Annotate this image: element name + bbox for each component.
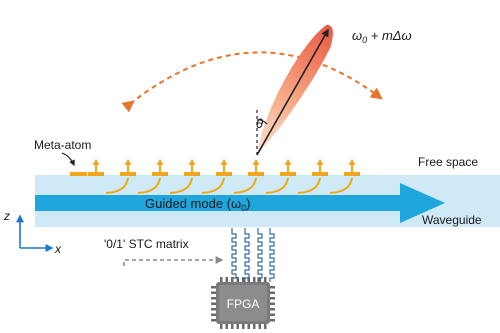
fpga-chip-icon: FPGA — [211, 277, 275, 329]
meta-atom-label: Meta-atom — [34, 138, 91, 152]
theta-arc — [256, 119, 268, 125]
axis-x-label: x — [54, 242, 62, 256]
guided-mode-label: Guided mode (ω0) — [145, 196, 251, 213]
beam-direction-arrow — [256, 28, 329, 156]
meta-atom — [201, 159, 232, 194]
meta-atom — [169, 159, 200, 194]
meta-atom — [88, 159, 104, 176]
stc-matrix-label: '0/1' STC matrix — [104, 237, 189, 251]
meta-atom — [297, 159, 328, 194]
beam-frequency-label: ω0 + mΔω — [352, 28, 412, 45]
control-wire — [257, 228, 263, 282]
meta-atom — [137, 159, 168, 194]
meta-atom — [329, 159, 360, 194]
fpga-label: FPGA — [227, 297, 260, 311]
scan-arc — [121, 51, 383, 113]
meta-atom — [233, 159, 264, 194]
theta-label: θ — [256, 116, 263, 131]
guided-mode-arrow — [35, 183, 445, 223]
meta-atom — [105, 159, 136, 194]
meta-atom-pad — [70, 172, 87, 176]
control-wire — [269, 228, 275, 282]
coordinate-axes: z x — [3, 209, 62, 256]
control-wire — [244, 228, 250, 282]
free-space-label: Free space — [418, 155, 478, 169]
meta-atom-array — [70, 159, 360, 194]
control-wires — [231, 228, 275, 282]
waveguide-label: Waveguide — [422, 213, 482, 227]
meta-atom — [265, 159, 296, 194]
meta-atom-pointer — [61, 152, 75, 167]
stc-connector — [123, 256, 224, 266]
axis-z-label: z — [3, 209, 10, 223]
control-wire — [231, 228, 237, 282]
